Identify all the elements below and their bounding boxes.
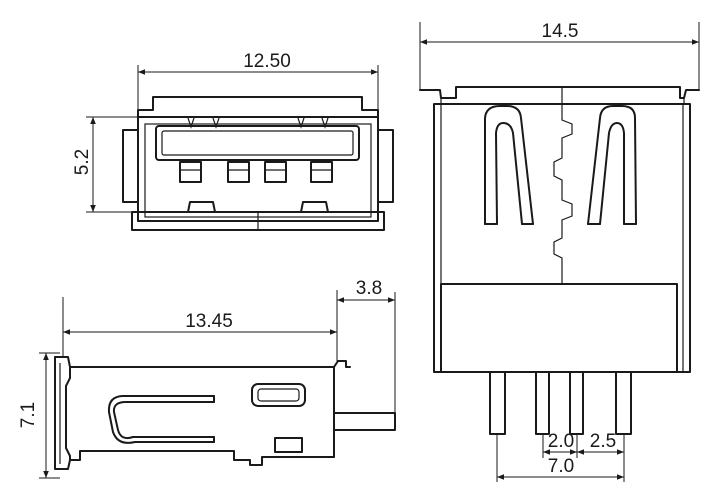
front-view bbox=[122, 96, 394, 231]
side-flange-profile bbox=[65, 366, 71, 461]
front-base bbox=[131, 211, 385, 231]
front-latch-mark bbox=[212, 117, 220, 129]
dim-label-front-height: 5.2 bbox=[72, 149, 93, 175]
pin bbox=[489, 371, 506, 435]
dim-label-front-width: 12.50 bbox=[243, 51, 291, 72]
dim-front-width bbox=[137, 65, 379, 110]
side-spring-contact bbox=[112, 401, 215, 440]
dim-label-body-length: 13.45 bbox=[185, 311, 233, 332]
front-left-tab bbox=[122, 129, 139, 203]
front-inner-wall bbox=[144, 123, 372, 218]
dim-label-leg-offset: 3.8 bbox=[356, 278, 382, 299]
rear-top-flange bbox=[419, 86, 700, 99]
front-shell-top bbox=[137, 96, 379, 118]
side-back-leg bbox=[333, 412, 396, 431]
side-left-flange bbox=[54, 356, 71, 470]
side-spring-contact-outer bbox=[107, 395, 215, 444]
front-tongue bbox=[155, 125, 360, 161]
rear-spring-left bbox=[484, 105, 534, 225]
side-body-bottom bbox=[69, 429, 351, 466]
dim-label-side-view-width: 14.5 bbox=[542, 21, 579, 42]
front-latch-mark bbox=[297, 117, 305, 129]
rear-spring-right-inner bbox=[599, 122, 625, 225]
rear-view bbox=[419, 86, 700, 435]
dim-label-side-height: 7.1 bbox=[18, 402, 39, 428]
dim-side-height bbox=[39, 352, 60, 479]
pin bbox=[615, 371, 632, 435]
front-latch-mark bbox=[321, 117, 329, 129]
pin bbox=[535, 371, 550, 435]
side-top-rail bbox=[54, 356, 351, 368]
front-shell-outline bbox=[137, 116, 379, 222]
side-latch-slot bbox=[251, 383, 306, 407]
contact-pin bbox=[310, 161, 333, 183]
contact-pin bbox=[264, 161, 287, 183]
pin bbox=[569, 371, 584, 435]
dim-side-view-width bbox=[419, 22, 700, 90]
dim-label-pin-span: 7.0 bbox=[548, 456, 574, 477]
side-view bbox=[54, 356, 396, 470]
contact-pin bbox=[179, 161, 202, 183]
rear-spring-right bbox=[587, 105, 637, 225]
rear-insulator bbox=[440, 283, 678, 373]
front-right-tab bbox=[377, 129, 394, 203]
rear-spring-left-inner bbox=[495, 122, 523, 225]
front-bottom-latch bbox=[300, 201, 329, 213]
front-contacts bbox=[179, 161, 333, 183]
rear-pins bbox=[489, 371, 632, 435]
rear-centre-seam bbox=[553, 87, 573, 284]
side-window bbox=[274, 437, 303, 453]
dim-front-height bbox=[86, 116, 138, 213]
front-bottom-latch bbox=[187, 201, 216, 213]
dim-pitch bbox=[496, 434, 625, 482]
front-tongue-inner bbox=[161, 130, 354, 156]
contact-pin bbox=[227, 161, 250, 183]
dim-leg-offset bbox=[337, 292, 396, 413]
front-latch-mark bbox=[187, 117, 195, 129]
dim-label-pitch-b: 2.5 bbox=[590, 431, 616, 452]
dim-label-pitch-a: 2.0 bbox=[548, 431, 574, 452]
